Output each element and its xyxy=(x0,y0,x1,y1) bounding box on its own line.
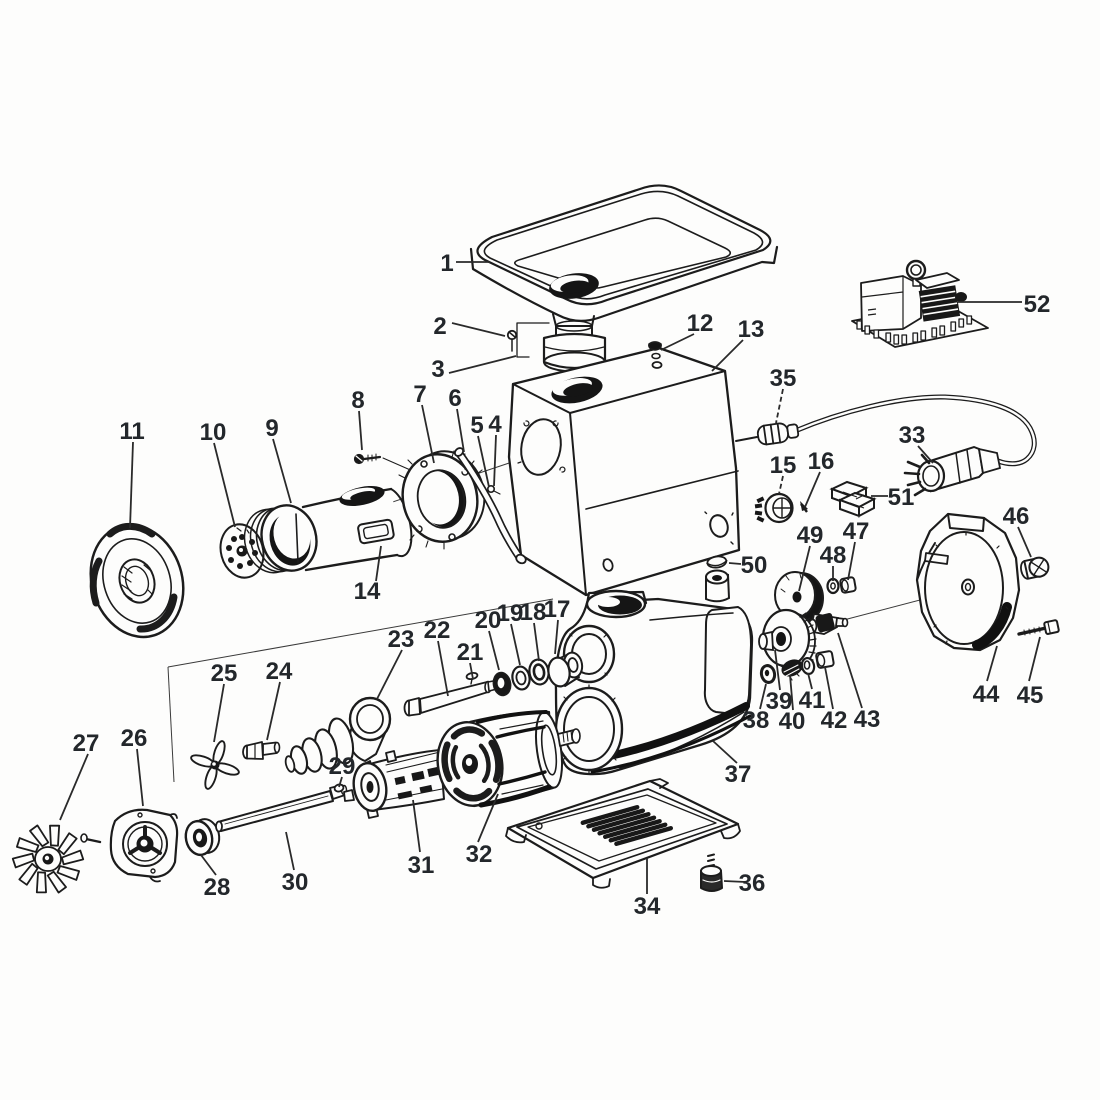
svg-text:17: 17 xyxy=(544,596,571,623)
svg-text:41: 41 xyxy=(799,687,826,714)
svg-text:49: 49 xyxy=(797,522,824,549)
svg-text:52: 52 xyxy=(1024,291,1051,318)
svg-text:19: 19 xyxy=(497,600,524,627)
svg-text:6: 6 xyxy=(448,385,461,412)
svg-text:27: 27 xyxy=(73,730,100,757)
svg-text:15: 15 xyxy=(770,452,797,479)
svg-text:35: 35 xyxy=(770,365,797,392)
svg-text:26: 26 xyxy=(121,725,148,752)
svg-text:20: 20 xyxy=(475,607,502,634)
svg-text:46: 46 xyxy=(1003,503,1030,530)
svg-text:18: 18 xyxy=(520,599,547,626)
svg-text:47: 47 xyxy=(843,518,870,545)
svg-text:33: 33 xyxy=(899,422,926,449)
svg-text:29: 29 xyxy=(329,753,356,780)
svg-text:45: 45 xyxy=(1017,682,1044,709)
svg-text:16: 16 xyxy=(808,448,835,475)
svg-text:51: 51 xyxy=(888,484,915,511)
svg-text:25: 25 xyxy=(211,660,238,687)
svg-text:7: 7 xyxy=(413,381,426,408)
svg-text:8: 8 xyxy=(351,387,364,414)
svg-text:14: 14 xyxy=(354,578,381,605)
svg-text:10: 10 xyxy=(200,419,227,446)
svg-text:4: 4 xyxy=(488,411,502,438)
svg-text:42: 42 xyxy=(821,707,848,734)
svg-text:38: 38 xyxy=(743,707,770,734)
svg-text:9: 9 xyxy=(265,415,278,442)
svg-text:31: 31 xyxy=(408,852,435,879)
svg-text:32: 32 xyxy=(466,841,493,868)
svg-text:37: 37 xyxy=(725,761,752,788)
svg-text:44: 44 xyxy=(973,681,1000,708)
svg-text:5: 5 xyxy=(470,412,483,439)
svg-text:43: 43 xyxy=(854,706,881,733)
svg-text:40: 40 xyxy=(779,708,806,735)
svg-text:28: 28 xyxy=(204,874,231,901)
svg-text:21: 21 xyxy=(457,639,484,666)
svg-text:3: 3 xyxy=(431,356,444,383)
svg-text:12: 12 xyxy=(687,310,714,337)
svg-text:36: 36 xyxy=(739,870,766,897)
svg-text:1: 1 xyxy=(440,250,453,277)
svg-text:48: 48 xyxy=(820,542,847,569)
svg-text:30: 30 xyxy=(282,869,309,896)
svg-text:50: 50 xyxy=(741,552,768,579)
svg-text:24: 24 xyxy=(266,658,293,685)
svg-text:39: 39 xyxy=(766,688,793,715)
svg-text:2: 2 xyxy=(433,313,446,340)
svg-text:23: 23 xyxy=(388,626,415,653)
svg-text:11: 11 xyxy=(119,418,144,445)
svg-text:22: 22 xyxy=(424,617,451,644)
svg-text:34: 34 xyxy=(634,893,661,920)
svg-text:13: 13 xyxy=(738,316,765,343)
